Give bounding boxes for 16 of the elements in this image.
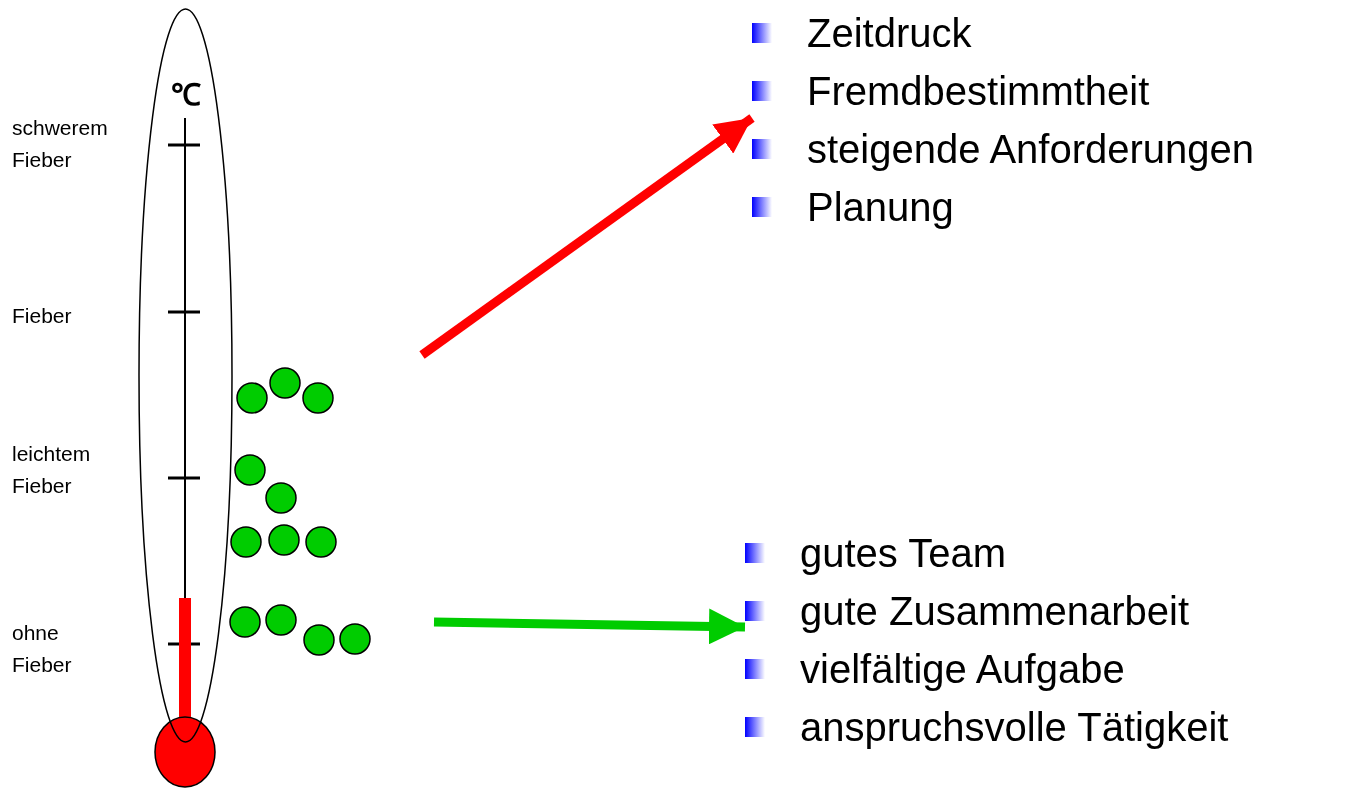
list-item: vielfältige Aufgabe	[800, 646, 1125, 692]
scale-label: leichtem Fieber	[12, 441, 92, 499]
list-item: steigende Anforderungen	[807, 126, 1255, 172]
arrow	[419, 114, 755, 359]
list-item: gutes Team	[800, 530, 1007, 576]
thermometer-tube	[138, 8, 233, 743]
list-item: anspruchsvolle Tätigkeit	[800, 704, 1229, 750]
list-item: Zeitdruck	[807, 10, 972, 56]
scale-label: schwerem Fieber	[12, 115, 109, 173]
list-item: Fremdbestimmtheit	[807, 68, 1150, 114]
scale-label: Fieber	[12, 303, 73, 329]
unit-label: ℃	[169, 78, 202, 112]
list-item: Planung	[807, 184, 954, 230]
list-item: gute Zusammenarbeit	[800, 588, 1190, 634]
arrow	[433, 608, 746, 645]
scale-label: ohne Fieber	[12, 620, 73, 678]
